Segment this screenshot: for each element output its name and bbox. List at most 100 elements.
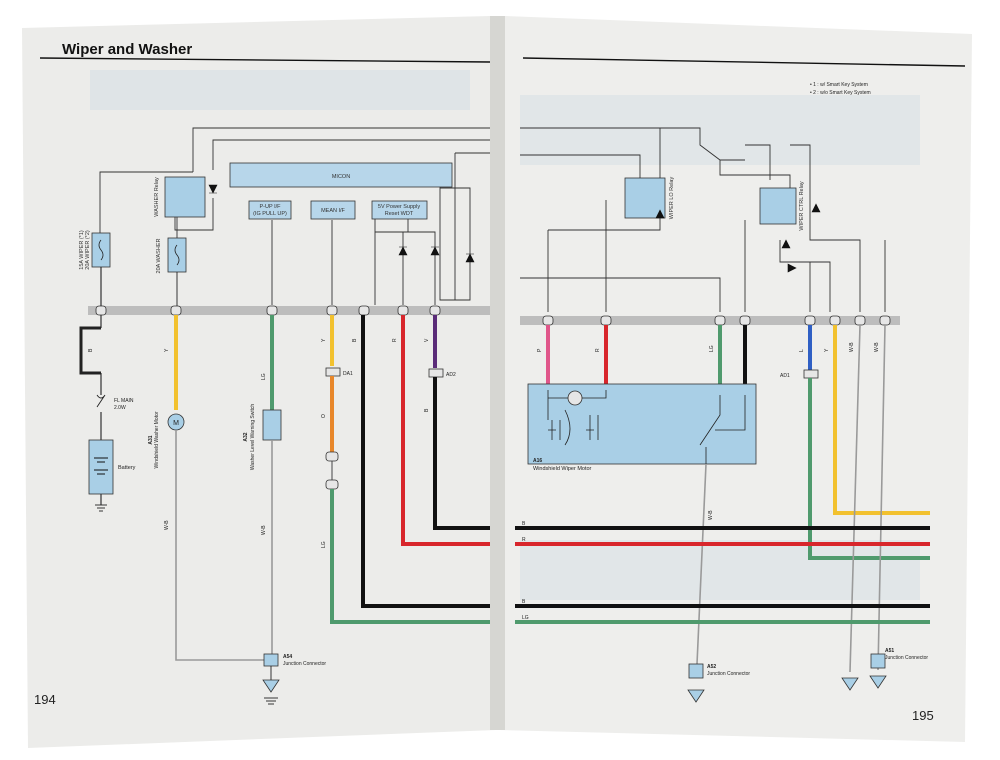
page-number-right: 195 <box>912 708 934 723</box>
wire-wb-label-4: W-B <box>849 342 855 352</box>
junction-a52 <box>688 663 704 679</box>
wire-v-label: V <box>424 338 430 342</box>
wire-lg-label-2: LG <box>321 541 327 548</box>
ground-symbol-a54 <box>264 697 278 705</box>
windshield-wiper-motor <box>527 383 757 465</box>
left-diodes <box>398 246 475 263</box>
fuse-wiper-label: 15A WIPER (*1) <box>79 230 85 270</box>
micon-block <box>229 162 453 188</box>
junction-a51-id: A51 <box>885 648 894 654</box>
micon-label: MICON <box>332 174 350 180</box>
fl-main-label: FL MAIN <box>114 398 134 404</box>
section-title: Wiper and Washer <box>62 41 193 58</box>
connector-da1 <box>325 367 341 377</box>
wire-wb-label-3: W-B <box>708 510 714 520</box>
mean-if-block <box>310 200 356 220</box>
wire-black-ad2 <box>433 377 490 530</box>
wire-green-main <box>330 489 490 624</box>
wire-r-label: R <box>392 338 398 342</box>
wire-b-label-3: B <box>424 408 430 412</box>
wire-b-label-2: B <box>352 338 358 342</box>
left-signal-wires <box>99 127 490 305</box>
note-1: • 1 : w/ Smart Key System <box>810 82 868 88</box>
wiper-ctrl-relay-label: WIPER CTRL Relay <box>799 181 805 231</box>
wire-yellow-right <box>833 325 930 515</box>
title-rule-right <box>522 57 966 67</box>
power-supply-label: 5V Power Supply <box>378 204 420 210</box>
right-diodes <box>655 203 821 273</box>
level-switch-id: A32 <box>243 432 249 441</box>
wire-green-ad1 <box>808 378 930 560</box>
washer-diode-symbol <box>208 184 218 194</box>
connector-ad1-label: AD1 <box>780 373 790 379</box>
wiper-motor-m-icon <box>567 390 583 406</box>
junction-a54-label: Junction Connector <box>283 661 326 667</box>
ground-right-2-icon <box>869 675 887 689</box>
battery-symbol <box>94 457 108 475</box>
washer-motor-m-icon: M <box>173 420 179 427</box>
page-number-left: 194 <box>34 692 56 707</box>
washer-motor-label: Windshield Washer Motor <box>154 411 160 468</box>
connector-ad2-label: AD2 <box>446 372 456 378</box>
ground-a52-icon <box>687 689 705 703</box>
wire-red <box>401 315 490 546</box>
wire-b-label-4: B <box>522 521 526 527</box>
right-connector-pins <box>542 315 891 326</box>
junction-a54 <box>263 653 279 667</box>
right-signal-wires <box>520 127 886 312</box>
connector-da1-label: DA1 <box>343 371 353 377</box>
washer-level-switch <box>262 409 282 441</box>
wire-wb-washer <box>175 430 266 661</box>
pup-if-sub: (IG PULL UP) <box>253 211 287 217</box>
reset-wdt-label: Reset WDT <box>385 211 414 217</box>
junction-a52-label: Junction Connector <box>707 671 750 677</box>
wire-lg-label-4: LG <box>522 615 529 621</box>
right-connector-strip <box>520 316 900 325</box>
ground-right-1-icon <box>841 677 859 691</box>
wire-y-label: Y <box>164 348 170 352</box>
battery-label: Battery <box>118 465 136 471</box>
junction-a52-id: A52 <box>707 664 716 670</box>
left-page <box>22 16 496 748</box>
wire-l-label: L <box>799 349 805 352</box>
wire-lg-label: LG <box>261 373 267 380</box>
connector-ad2 <box>428 368 444 378</box>
left-connector-pins <box>95 305 441 316</box>
wire-black-main <box>361 315 490 608</box>
fuse-washer-symbol <box>174 244 180 266</box>
wire-lg-label-3: LG <box>709 345 715 352</box>
wire-b-label-5: B <box>522 599 526 605</box>
title-rule-left <box>39 57 491 63</box>
wiper-motor-id: A16 <box>533 458 542 464</box>
wire-y-label-3: Y <box>824 348 830 352</box>
fuse-wiper-symbol <box>98 239 104 261</box>
pup-if-block <box>248 200 292 220</box>
level-switch-label: Washer Level Warning Switch <box>250 404 256 471</box>
junction-a51-label: Junction Connector <box>885 655 928 661</box>
wire-p-label: P <box>537 348 543 352</box>
wire-wb-right-1 <box>849 324 861 673</box>
wire-r-label-3: R <box>522 537 526 543</box>
wire-wb-label-2: W-B <box>261 525 267 535</box>
wire-wb-label: W-B <box>164 520 170 530</box>
pup-if-label: P-UP I/F <box>260 204 282 210</box>
wiper-lo-relay <box>624 177 666 219</box>
washer-relay <box>164 176 206 218</box>
battery <box>88 439 114 495</box>
wiper-motor-internals <box>547 390 746 470</box>
ground-a54-icon <box>262 679 280 693</box>
wire-y-label-2: Y <box>321 338 327 342</box>
wiper-motor-label: Windshield Wiper Motor <box>533 466 592 472</box>
wire-o-label: O <box>321 414 327 418</box>
fl-main-sub: 2.0W <box>114 405 126 411</box>
battery-ground-icon <box>95 504 107 512</box>
battery-feed <box>79 267 106 505</box>
connector-ad1 <box>803 369 819 379</box>
fuse-wiper-label-2: 20A WIPER (*2) <box>85 230 91 270</box>
connector-7 <box>325 479 339 490</box>
book-gutter <box>490 16 505 730</box>
mean-if-label: MEAN I/F <box>321 208 345 214</box>
wire-wb-label-5: W-B <box>874 342 880 352</box>
